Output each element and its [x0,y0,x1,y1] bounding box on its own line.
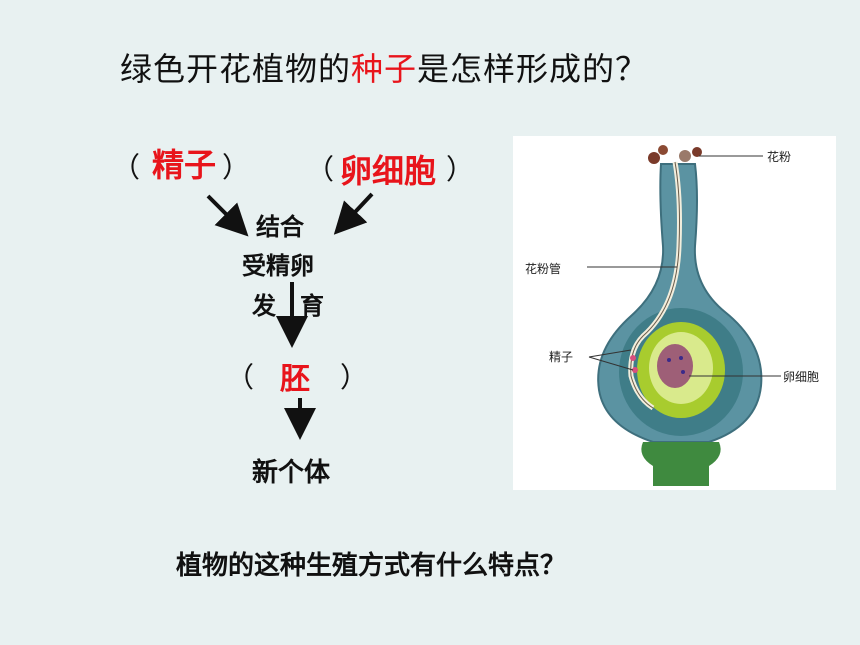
egg-answer: 卵细胞 [340,152,437,190]
label-pollen: 花粉 [767,150,792,164]
bottom-question: 植物的这种生殖方式有什么特点？ [176,551,567,581]
label-sperm: 精子 [549,350,574,364]
paren-open-egg: （ [306,153,335,186]
paren-close-egg: ） [446,153,475,186]
paren-close-embryo: ） [340,361,369,394]
title-before: 绿色开花植物的 [120,50,352,88]
page-title: 绿色开花植物的种子是怎样形成的？ [120,44,648,90]
develop-label-2: 育 [300,292,324,320]
flower-diagram: 花粉 花粉管 精子 卵细胞 [513,136,836,490]
zygote-label: 受精卵 [242,252,314,280]
sperm-answer: 精子 [152,146,217,184]
ovary-illustration [587,145,781,486]
arrow-sperm-to-combine [206,194,249,237]
label-pollen-tube: 花粉管 [525,262,562,276]
develop-label-1: 发 [252,292,276,320]
title-after: 是怎样形成的？ [417,50,649,88]
new-individual-label: 新个体 [252,458,331,488]
paren-open-embryo: （ [226,361,255,394]
embryo-answer: 胚 [280,362,310,397]
paren-open-sperm: （ [112,151,141,184]
title-highlight: 种子 [351,50,418,88]
label-egg-cell: 卵细胞 [783,370,820,384]
paren-close-sperm: ） [222,151,251,184]
combine-label: 结合 [256,213,304,241]
arrow-egg-to-combine [333,192,374,235]
